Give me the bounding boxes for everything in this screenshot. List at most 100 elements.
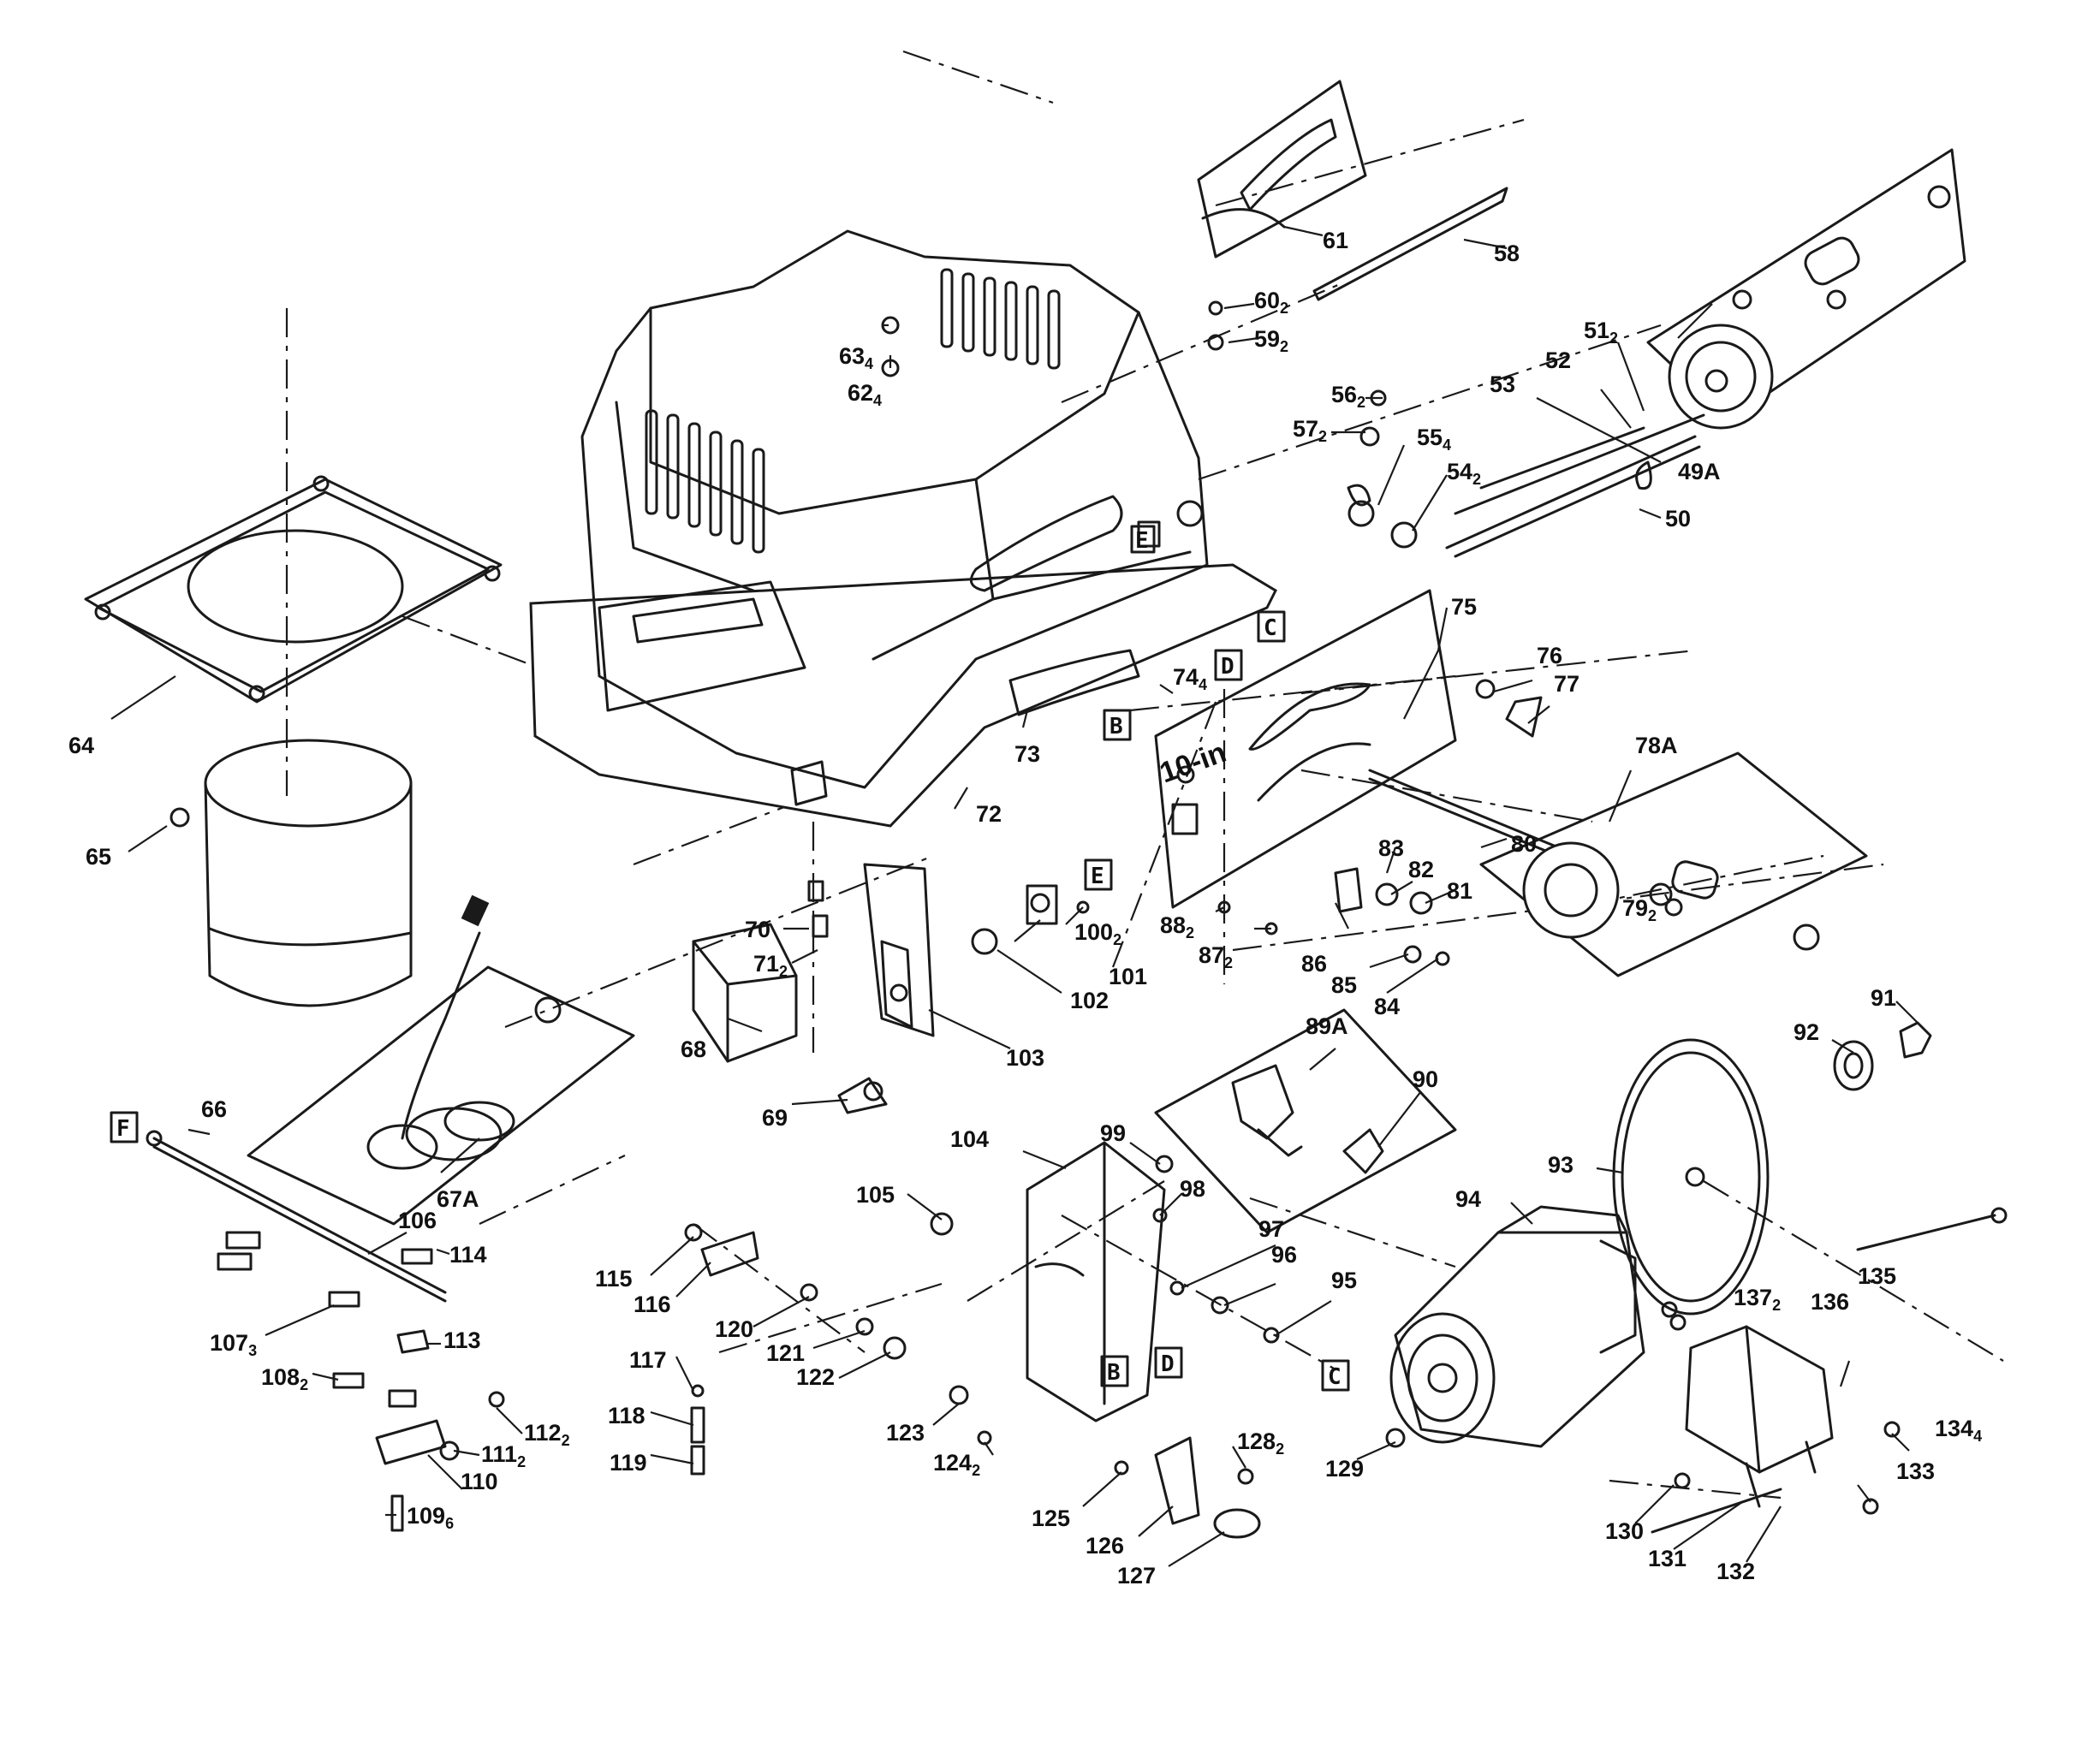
svg-text:121: 121 [766,1340,805,1366]
svg-text:61: 61 [1323,228,1348,253]
ref-box-b-lower: B [1100,1355,1129,1387]
ref-box-d-upper: D [1214,649,1243,681]
svg-text:136: 136 [1811,1289,1849,1315]
callout-77: 77 [1554,671,1579,697]
callout-90: 90 [1413,1066,1438,1092]
svg-text:130: 130 [1605,1518,1644,1544]
svg-text:C: C [1264,615,1277,641]
svg-text:66: 66 [201,1096,227,1122]
callout-126: 126 [1086,1533,1124,1559]
svg-text:712: 712 [753,951,788,980]
svg-text:97: 97 [1258,1216,1284,1242]
callout-52: 52 [1545,347,1571,373]
callout-133: 133 [1896,1458,1935,1484]
callout-130: 130 [1605,1518,1644,1544]
callout-127: 127 [1117,1563,1156,1589]
callout-104: 104 [950,1126,989,1152]
svg-text:89A: 89A [1306,1013,1348,1039]
svg-text:120: 120 [715,1316,753,1342]
callout-71: 712 [753,951,788,980]
svg-text:75: 75 [1451,594,1477,620]
callout-92: 92 [1794,1019,1819,1045]
svg-text:1073: 1073 [210,1330,257,1359]
callout-49a: 49A [1678,459,1721,484]
callout-98: 98 [1180,1176,1205,1202]
svg-text:72: 72 [976,801,1002,827]
callout-69: 69 [762,1105,788,1131]
callout-66: 66 [201,1096,227,1122]
svg-text:B: B [1107,1360,1121,1386]
callout-75: 75 [1451,594,1477,620]
svg-text:92: 92 [1794,1019,1819,1045]
callout-107: 1073 [210,1330,257,1359]
callout-132: 132 [1716,1559,1755,1584]
svg-text:129: 129 [1325,1456,1364,1482]
svg-text:542: 542 [1447,459,1481,488]
svg-text:572: 572 [1293,416,1327,445]
svg-text:1282: 1282 [1237,1428,1284,1458]
svg-text:73: 73 [1014,741,1040,767]
svg-text:50: 50 [1665,506,1691,532]
svg-text:D: D [1161,1351,1175,1377]
svg-text:F: F [116,1116,130,1142]
svg-text:512: 512 [1584,318,1618,347]
callout-122: 122 [796,1364,835,1390]
callout-55: 554 [1417,425,1451,454]
svg-text:602: 602 [1254,288,1288,317]
callout-114: 114 [449,1242,487,1268]
svg-text:101: 101 [1109,964,1147,989]
svg-text:123: 123 [886,1420,925,1446]
svg-text:103: 103 [1006,1045,1044,1071]
callout-102: 102 [1070,988,1109,1013]
callout-111: 1112 [481,1441,526,1470]
callout-54: 542 [1447,459,1481,488]
svg-text:80: 80 [1511,831,1537,857]
callout-106: 106 [398,1208,437,1233]
svg-text:64: 64 [68,733,94,758]
callout-109: 1096 [407,1503,454,1532]
svg-text:1372: 1372 [1734,1285,1781,1314]
svg-text:114: 114 [449,1242,487,1268]
svg-text:77: 77 [1554,671,1579,697]
callout-135: 135 [1858,1263,1896,1289]
callout-113: 113 [443,1327,481,1353]
svg-text:52: 52 [1545,347,1571,373]
svg-text:133: 133 [1896,1458,1935,1484]
callout-93: 93 [1548,1152,1574,1178]
switch-box [692,923,888,1114]
svg-text:132: 132 [1716,1559,1755,1584]
svg-text:81: 81 [1447,878,1472,904]
callout-83: 83 [1378,835,1404,861]
power-cord-assembly [247,894,635,1226]
callout-81: 81 [1447,878,1472,904]
callout-91: 91 [1871,985,1896,1011]
svg-text:84: 84 [1374,994,1400,1019]
callout-88: 882 [1160,912,1194,941]
svg-text:70: 70 [745,917,770,942]
svg-text:90: 90 [1413,1066,1438,1092]
callout-94: 94 [1455,1186,1481,1212]
bevel-side-plate [1154,589,1457,909]
svg-text:1242: 1242 [933,1450,980,1479]
svg-text:122: 122 [796,1364,835,1390]
callout-101: 101 [1109,964,1147,989]
dust-bag [170,739,413,1007]
callout-108: 1082 [261,1364,308,1393]
callout-120: 120 [715,1316,753,1342]
linkage-parts [684,1223,1406,1539]
belt-guard-bracket [1651,1207,2008,1534]
callout-121: 121 [766,1340,805,1366]
trunnion-bracket [930,1141,1280,1422]
svg-text:86: 86 [1301,951,1327,977]
callout-134: 1344 [1935,1416,1982,1445]
ref-box-d-lower: D [1154,1346,1183,1379]
callout-53: 53 [1490,371,1515,397]
svg-text:91: 91 [1871,985,1896,1011]
svg-text:127: 127 [1117,1563,1156,1589]
callout-57: 572 [1293,416,1327,445]
callout-58: 58 [1494,241,1520,266]
svg-text:882: 882 [1160,912,1194,941]
callout-68: 68 [681,1036,706,1062]
svg-text:68: 68 [681,1036,706,1062]
svg-text:99: 99 [1100,1120,1126,1146]
